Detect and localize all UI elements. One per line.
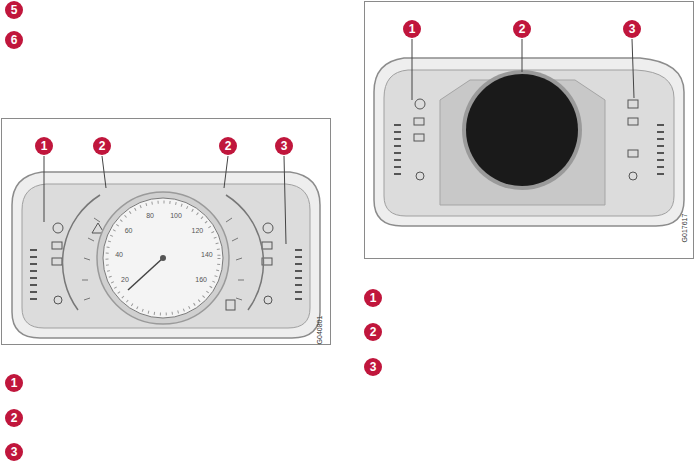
- callout-number: 3: [364, 358, 382, 376]
- gauge-number: 140: [201, 251, 213, 259]
- callout-number: 1: [364, 289, 382, 307]
- gauge-number: 40: [115, 251, 123, 259]
- gauge-number: 100: [170, 212, 182, 220]
- callout-number: 1: [403, 20, 421, 38]
- callout-number: 2: [5, 409, 23, 427]
- figure-code: G017617: [681, 214, 689, 243]
- gauge-number: 120: [192, 227, 204, 235]
- callout-number: 1: [35, 137, 53, 155]
- callout-number: 5: [5, 1, 23, 19]
- callout-number: 3: [5, 443, 23, 461]
- callout-number: 2: [364, 323, 382, 341]
- gauge-number: 20: [121, 276, 129, 284]
- callout-number: 6: [5, 31, 23, 49]
- callout-number: 1: [5, 374, 23, 392]
- callout-number: 3: [623, 20, 641, 38]
- callout-number: 2: [93, 137, 111, 155]
- callout-number: 2: [513, 20, 531, 38]
- gauge-number: 80: [146, 212, 154, 220]
- figure-code: G040801: [316, 316, 324, 345]
- callout-number: 3: [275, 137, 293, 155]
- gauge-number: 160: [195, 276, 207, 284]
- gauge-number: 60: [125, 227, 133, 235]
- callout-number: 2: [219, 137, 237, 155]
